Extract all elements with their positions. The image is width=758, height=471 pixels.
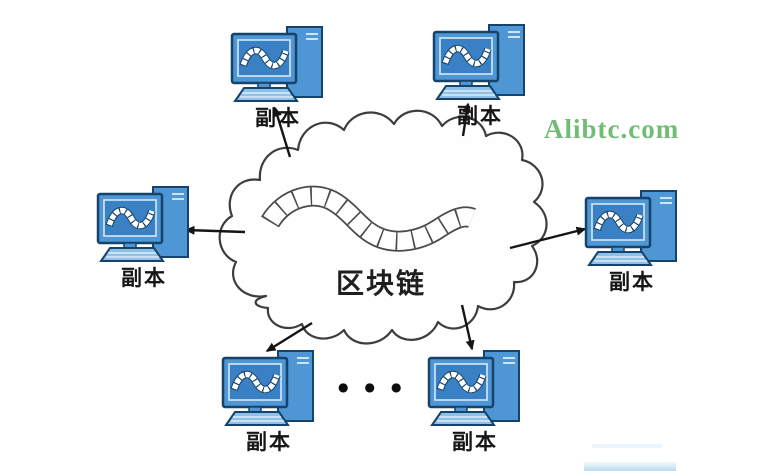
computer-icon bbox=[584, 190, 677, 266]
computer-icon bbox=[432, 24, 525, 100]
replica-node-bottom-right: 副本 bbox=[427, 349, 523, 456]
screen-wave-icon bbox=[105, 206, 156, 230]
watermark-text: Alibtc.com bbox=[544, 114, 680, 144]
computer-icon bbox=[230, 26, 323, 102]
arrow-to-top-right bbox=[461, 102, 472, 137]
cropped-image-fragment-bar bbox=[584, 462, 676, 471]
replica-node-left: 副本 bbox=[96, 185, 192, 292]
keyboard-icon bbox=[430, 411, 496, 426]
screen-wave-icon bbox=[239, 46, 290, 70]
keyboard-icon bbox=[435, 85, 501, 100]
screen-wave-icon bbox=[436, 370, 487, 394]
cloud-label: 区块链 bbox=[335, 267, 426, 300]
cropped-image-fragment bbox=[592, 444, 662, 448]
computer-icon bbox=[427, 350, 520, 426]
arrow-to-bottom-right bbox=[460, 304, 475, 351]
arrow-to-right bbox=[509, 226, 587, 250]
replica-label: 副本 bbox=[457, 104, 503, 128]
replica-label: 副本 bbox=[246, 430, 292, 454]
keyboard-icon bbox=[224, 411, 290, 426]
keyboard-icon bbox=[233, 87, 299, 102]
arrow-to-bottom-left bbox=[265, 321, 313, 353]
replica-label: 副本 bbox=[452, 430, 498, 454]
replica-label: 副本 bbox=[121, 266, 167, 290]
replica-node-top-right: 副本 bbox=[432, 23, 528, 130]
screen-wave-icon bbox=[441, 44, 492, 68]
arrow-to-left bbox=[184, 225, 246, 235]
replica-node-right: 副本 bbox=[584, 189, 680, 296]
screen-wave-icon bbox=[593, 210, 644, 234]
more-nodes-ellipsis: ●●● bbox=[338, 380, 418, 394]
arrow-to-top-left bbox=[273, 106, 292, 158]
computer-icon bbox=[221, 350, 314, 426]
keyboard-icon bbox=[99, 247, 165, 262]
replica-node-bottom-left: 副本 bbox=[221, 349, 317, 456]
replica-label: 副本 bbox=[255, 106, 301, 130]
replica-label: 副本 bbox=[609, 270, 655, 294]
screen-wave-icon bbox=[230, 370, 281, 394]
cloud-outline bbox=[218, 109, 548, 345]
keyboard-icon bbox=[587, 251, 653, 266]
replica-node-top-left: 副本 bbox=[230, 25, 326, 132]
blockchain-ribbon-icon bbox=[261, 185, 476, 252]
computer-icon bbox=[96, 186, 189, 262]
